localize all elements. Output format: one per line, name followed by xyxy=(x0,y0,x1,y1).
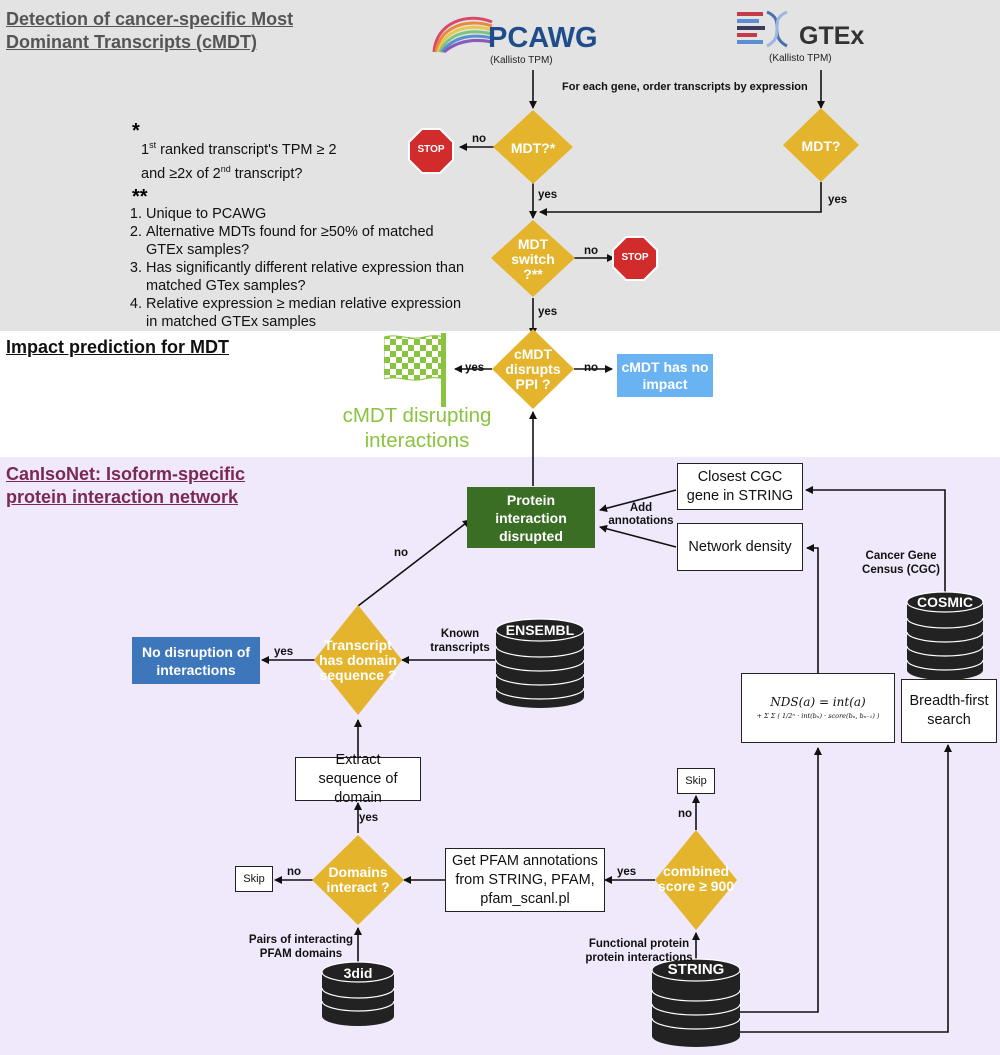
star-criteria: 1st ranked transcript's TPM ≥ 2 and ≥2x … xyxy=(141,136,337,184)
combined-score-label: combined score ≥ 900 xyxy=(657,863,735,894)
caniso-section-background xyxy=(0,457,1000,1055)
edge-no: no xyxy=(678,808,693,820)
edge-no: no xyxy=(584,245,599,257)
cosmic-label: COSMIC xyxy=(917,594,973,610)
gtex-source: GTEx (Kallisto TPM) xyxy=(737,8,877,68)
edge-no: no xyxy=(584,362,599,374)
pcawg-source: PCAWG (Kallisto TPM) xyxy=(428,6,598,68)
flag-label-line1: cMDT disrupting xyxy=(342,404,492,427)
pcawg-name: PCAWG xyxy=(488,22,598,54)
edge-yes: yes xyxy=(538,189,558,201)
checkered-flag-icon xyxy=(384,333,450,407)
edge-yes: yes xyxy=(359,812,379,824)
pfam-annotations-box: Get PFAM annotations from STRING, PFAM, … xyxy=(445,848,605,912)
dna-helix-icon xyxy=(737,10,788,48)
closest-cgc-box: Closest CGC gene in STRING xyxy=(677,463,803,510)
caniso-title-line2: protein interaction network xyxy=(6,487,239,507)
caniso-section-title: CanIsoNet: Isoform-specific protein inte… xyxy=(6,463,245,509)
star-line1-post: ranked transcript's TPM ≥ 2 xyxy=(156,141,337,158)
star-line1-sup: st xyxy=(149,140,157,150)
breadth-first-box: Breadth-first search xyxy=(901,679,997,743)
mdt-pcawg-label: MDT?* xyxy=(510,139,556,156)
edge-yes: yes xyxy=(538,306,558,318)
edge-yes: yes xyxy=(617,866,637,878)
pairs-pfam-label: Pairs of interacting PFAM domains xyxy=(248,934,354,960)
star-line2-pre: and ≥2x of 2 xyxy=(141,165,221,182)
no-impact-box: cMDT has no impact xyxy=(617,354,713,397)
gtex-name: GTEx xyxy=(799,22,865,50)
add-annotations-label: Add annotations xyxy=(608,502,674,527)
transcript-domain-label: Transcript has domain sequence ? xyxy=(319,636,397,683)
detection-section-title: Detection of cancer-specific Most Domina… xyxy=(6,8,293,54)
gtex-sub: (Kallisto TPM) xyxy=(769,53,832,64)
edge-yes: yes xyxy=(274,646,294,658)
mdt-switch-label: MDT switch ?** xyxy=(511,235,555,282)
order-note: For each gene, order transcripts by expr… xyxy=(562,81,808,93)
star-line2-post: transcript? xyxy=(230,165,303,182)
string-label: STRING xyxy=(667,961,725,978)
domains-interact-label: Domains interact ? xyxy=(326,864,390,895)
edge-no: no xyxy=(472,133,487,145)
ensembl-label: ENSEMBL xyxy=(505,622,575,638)
impact-section-title: Impact prediction for MDT xyxy=(6,337,230,357)
known-transcripts-label: Known transcripts xyxy=(430,628,490,654)
pcawg-sub: (Kallisto TPM) xyxy=(490,55,553,66)
edge-yes: yes xyxy=(828,194,848,206)
formula-line2: + Σ Σ ( 1/2ⁿ · int(bₙ) · score(bₙ, bₙ₋₁)… xyxy=(756,712,880,720)
disrupts-label: cMDT disrupts PPI ? xyxy=(505,345,561,392)
edge-no: no xyxy=(287,866,302,878)
mdt-gtex-label: MDT? xyxy=(801,137,841,154)
rainbow-arc-icon xyxy=(432,16,493,54)
switch-criteria-list: Unique to PCAWG Alternative MDTs found f… xyxy=(120,205,465,331)
3did-label: 3did xyxy=(343,965,373,981)
criteria-item: Has significantly different relative exp… xyxy=(146,259,465,295)
star-line2-sup: nd xyxy=(220,163,231,174)
no-disruption-box: No disruption of interactions xyxy=(132,637,260,684)
skip-box: Skip xyxy=(677,768,715,794)
flag-label: cMDT disrupting interactions xyxy=(334,403,500,453)
skip-box: Skip xyxy=(235,866,273,892)
detection-title-line2: Dominant Transcripts (cMDT) xyxy=(6,32,258,52)
criteria-item: Alternative MDTs found for ≥50% of match… xyxy=(146,223,465,259)
detection-title-line1: Detection of cancer-specific Most xyxy=(6,9,294,29)
star-line-2: and ≥2x of 2nd transcript? xyxy=(141,160,337,184)
star-line-1: 1st ranked transcript's TPM ≥ 2 xyxy=(141,136,337,160)
cancer-gene-census-label: Cancer Gene Census (CGC) xyxy=(862,550,940,576)
extract-domain-box: Extract sequence of domain xyxy=(295,752,421,806)
stop-label: STOP xyxy=(417,144,445,155)
criteria-item: Relative expression ≥ median relative ex… xyxy=(146,295,465,331)
criteria-item: Unique to PCAWG xyxy=(146,205,465,223)
network-density-box: Network density xyxy=(677,523,803,571)
functional-ppi-label: Functional protein protein interactions xyxy=(585,938,693,964)
formula-line1: NDS(a) = int(a) xyxy=(770,695,866,709)
edge-no: no xyxy=(394,547,409,559)
star-line1-pre: 1 xyxy=(141,141,150,158)
caniso-title-line1: CanIsoNet: Isoform-specific xyxy=(6,464,246,484)
edge-yes: yes xyxy=(465,362,485,374)
stop-label: STOP xyxy=(621,252,649,263)
nds-formula-box: NDS(a) = int(a) + Σ Σ ( 1/2ⁿ · int(bₙ) ·… xyxy=(741,673,895,743)
flag-label-line2: interactions xyxy=(364,429,470,452)
double-star-marker: ** xyxy=(132,186,148,208)
protein-interaction-disrupted-box: Protein interaction disrupted xyxy=(467,487,595,548)
star-marker: * xyxy=(132,120,140,142)
